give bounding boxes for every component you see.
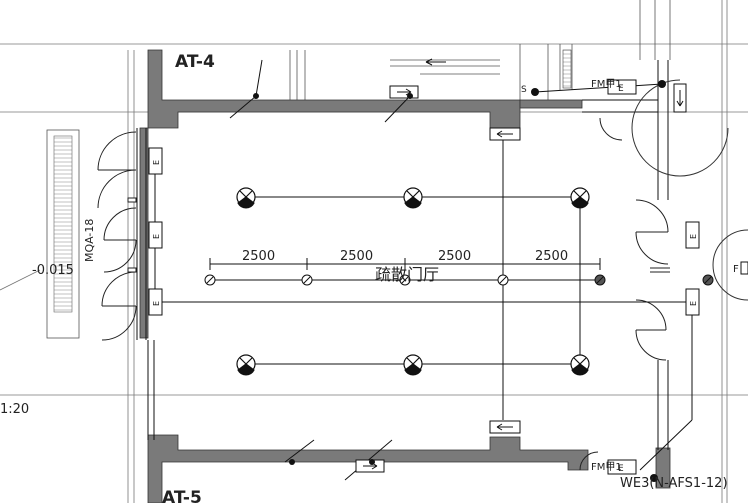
exit-letter: E xyxy=(689,234,698,239)
exit-sign-icon xyxy=(489,420,521,434)
exit-letter: E xyxy=(618,84,624,94)
exit-sign-icon xyxy=(489,127,521,141)
stair-lines-top xyxy=(289,0,671,100)
exit-sign-icon xyxy=(389,85,419,99)
right-door-swings xyxy=(579,117,670,471)
fire-door-bottom: FM甲1 xyxy=(591,462,622,473)
box-e-icon xyxy=(685,288,700,316)
vent-grill xyxy=(46,129,80,339)
detector-icon xyxy=(301,274,313,286)
exit-lights xyxy=(148,79,700,475)
f-mark: F xyxy=(733,264,739,275)
detector-icon xyxy=(594,274,606,286)
right-structure xyxy=(582,60,748,450)
exit-letter: E xyxy=(689,301,698,306)
detector-icon xyxy=(497,274,509,286)
box-e-icon xyxy=(685,221,700,249)
panel-box xyxy=(740,261,748,275)
fire-door-top: FM甲1 xyxy=(591,79,622,90)
detector-icon xyxy=(204,274,216,286)
dimension-label-4: 2500 xyxy=(535,249,568,264)
circle-cross-icon xyxy=(570,187,590,209)
smoke-detectors xyxy=(204,274,714,286)
exit-sign-icon xyxy=(673,83,687,113)
tag-bottom: AT-5 xyxy=(162,488,202,503)
s-mark: S xyxy=(521,85,527,95)
circle-cross-icon xyxy=(403,354,423,376)
circle-cross-icon xyxy=(403,187,423,209)
box-e-icon xyxy=(148,221,163,249)
scale-label: 1:20 xyxy=(0,402,29,417)
elevation-label: -0.015 xyxy=(32,263,74,278)
dimension-line xyxy=(209,258,601,270)
exit-letter: E xyxy=(152,160,161,165)
junction-dots xyxy=(253,80,666,482)
tag-top: AT-4 xyxy=(175,52,215,72)
box-e-icon xyxy=(148,288,163,316)
box-e-icon xyxy=(148,147,163,175)
ceiling-lights xyxy=(236,187,590,376)
left-wall-lines xyxy=(136,128,155,440)
exit-letter: E xyxy=(152,234,161,239)
dimension-label-3: 2500 xyxy=(438,249,471,264)
dimension-label-2: 2500 xyxy=(340,249,373,264)
exit-letter: E xyxy=(152,301,161,306)
evacuation-signs xyxy=(355,58,687,473)
exit-light-letters: E E E E E E E xyxy=(152,84,698,474)
exit-letter: E xyxy=(618,464,624,474)
box-e-icon xyxy=(607,79,637,95)
detector-icon xyxy=(399,274,411,286)
detector-icon xyxy=(702,274,714,286)
exit-sign-icon xyxy=(425,58,446,66)
circle-cross-icon xyxy=(236,354,256,376)
room-name: 疏散门厅 xyxy=(375,265,439,284)
circle-cross-icon xyxy=(236,187,256,209)
circuit-label: WE3(N-AFS1-12) xyxy=(620,476,728,491)
stair-hatch-top xyxy=(562,49,572,89)
door-code-label: MQA-18 xyxy=(83,219,96,262)
box-e-icon xyxy=(607,459,637,475)
exit-sign-icon xyxy=(355,459,385,473)
dimension-label-1: 2500 xyxy=(242,249,275,264)
circle-cross-icon xyxy=(570,354,590,376)
left-door-swings xyxy=(97,131,137,341)
